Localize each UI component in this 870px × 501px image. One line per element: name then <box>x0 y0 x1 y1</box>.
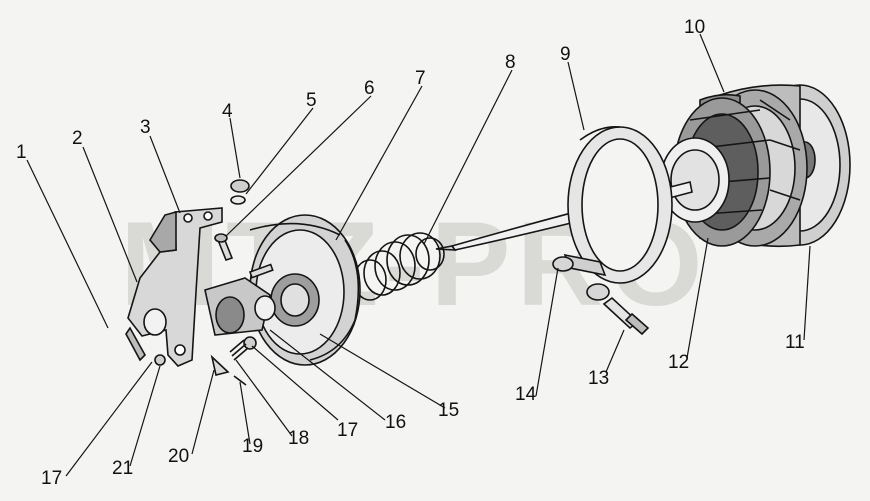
leader-lines <box>26 33 811 477</box>
callout-6: 6 <box>364 78 375 99</box>
callout-12: 12 <box>668 352 689 373</box>
top-fasteners <box>214 179 250 261</box>
clamp-ring <box>563 125 673 284</box>
callout-2: 2 <box>72 128 83 149</box>
callout-16: 16 <box>385 412 406 433</box>
callout-20: 20 <box>168 446 189 467</box>
callout-7: 7 <box>415 68 426 89</box>
drum-assembly <box>435 84 851 251</box>
clamp-fasteners <box>552 256 650 336</box>
callout-14: 14 <box>515 384 537 405</box>
callout-21: 21 <box>112 458 133 479</box>
callout-5: 5 <box>306 90 317 111</box>
coil-spring <box>353 232 445 301</box>
callout-1: 1 <box>16 142 27 163</box>
callout-9: 9 <box>560 44 571 65</box>
callout-18: 18 <box>288 428 309 449</box>
callout-17-left: 17 <box>41 468 62 489</box>
callout-17-right: 17 <box>337 420 358 441</box>
hub-mechanism <box>204 263 320 386</box>
callout-labels: 1 2 3 4 5 6 7 8 9 10 11 12 13 14 15 16 1… <box>16 17 805 489</box>
callout-15: 15 <box>438 400 459 421</box>
callout-19: 19 <box>242 436 263 457</box>
callout-10: 10 <box>684 17 705 38</box>
bracket-plate <box>125 207 223 367</box>
callout-8: 8 <box>505 52 516 73</box>
callout-11: 11 <box>785 332 805 353</box>
callout-4: 4 <box>222 101 233 122</box>
callout-3: 3 <box>140 117 151 138</box>
callout-13: 13 <box>588 368 609 389</box>
